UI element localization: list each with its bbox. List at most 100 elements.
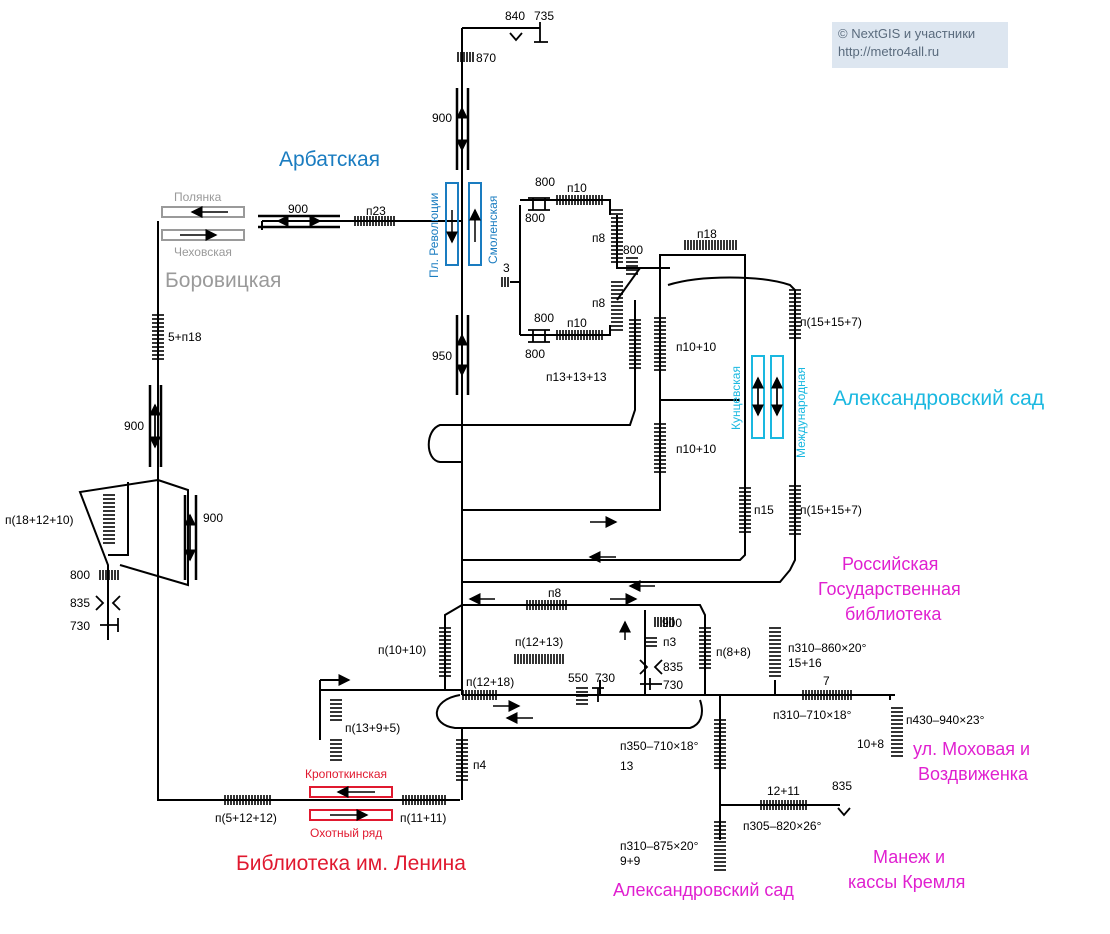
stair-ex-n310-875 xyxy=(714,821,726,871)
gate-loop-800-b xyxy=(528,329,550,343)
station-borovitskaya: Боровицкая xyxy=(165,269,281,292)
as-platform-left xyxy=(751,355,765,439)
label-as-n15-b: п(15+15+7) xyxy=(800,503,862,517)
turnstile-bor-835 xyxy=(95,595,121,611)
label-lib-n12-18: п(12+18) xyxy=(466,675,514,689)
stair-lib-n11-11 xyxy=(402,795,446,805)
exit-aleksandrovsky-sad: Александровский сад xyxy=(613,880,794,900)
stair-bor-800 xyxy=(99,570,119,580)
lib-platform-bottom-label: Охотный ряд xyxy=(310,826,382,840)
escalator-bor-900-b xyxy=(183,495,198,580)
label-lib-n12-13: п(12+13) xyxy=(515,635,563,649)
as-platform-left-label: Кунцевская xyxy=(729,366,743,430)
exit-mokhovaya-line2: Воздвиженка xyxy=(918,764,1029,784)
stair-n23 xyxy=(354,216,395,226)
label-loop-3: 3 xyxy=(503,261,510,275)
stair-lib-n13-9-5 xyxy=(330,699,342,761)
label-as-n15-a: п(15+15+7) xyxy=(800,315,862,329)
label-bor-730: 730 xyxy=(70,619,90,633)
stair-loop-n8-upper xyxy=(611,209,623,263)
label-lib-n8-8: п(8+8) xyxy=(716,645,751,659)
stair-ex-n430 xyxy=(891,707,903,757)
stair-as-n10-b xyxy=(654,423,666,473)
gate-lib-730-b xyxy=(592,687,604,702)
label-as-n18: п18 xyxy=(697,227,717,241)
stair-n18-12-10 xyxy=(103,494,115,544)
stair-5n18 xyxy=(152,314,164,360)
stair-lib-n8 xyxy=(526,600,567,610)
label-ex-15-16: 15+16 xyxy=(788,656,822,670)
label-ex-9-9: 9+9 xyxy=(620,854,641,868)
label-loop-n8-b: п8 xyxy=(592,296,605,310)
as-mid-track xyxy=(462,268,746,561)
label-loop-n13: п13+13+13 xyxy=(546,370,607,384)
stair-lib-n3 xyxy=(645,637,657,647)
stair-lib-n10 xyxy=(439,627,451,677)
gate-735 xyxy=(534,22,548,43)
stair-as-n15 xyxy=(739,487,751,533)
label-lib-835: 835 xyxy=(663,660,683,674)
stair-loop-800-c xyxy=(626,257,638,275)
exit-rgb-line1: Российская xyxy=(842,554,938,574)
station-aleksandrovsky-sad: Александровский сад xyxy=(833,387,1044,410)
turnstile-840 xyxy=(509,32,523,42)
label-arb-900-conn: 900 xyxy=(288,202,308,216)
arb-platform-left xyxy=(445,182,459,266)
label-bor-900-b: 900 xyxy=(203,511,223,525)
arb-platform-right xyxy=(468,182,482,266)
stair-loop-n13 xyxy=(629,319,641,369)
escalator-arb-900 xyxy=(455,88,470,170)
label-ex-10-8: 10+8 xyxy=(857,737,884,751)
lib-platform-top xyxy=(309,786,393,798)
label-lib-n10: п(10+10) xyxy=(378,643,426,657)
platforms xyxy=(161,182,784,821)
numeric-labels: 840 735 870 900 950 п23 900 800 800 п10 … xyxy=(5,9,985,868)
turnstiles xyxy=(95,22,851,817)
exit-names: Российская Государственная библиотека ул… xyxy=(613,554,1030,900)
gate-bor-730 xyxy=(100,618,119,632)
stair-lib-n8-8 xyxy=(699,627,711,669)
label-loop-800-e: 800 xyxy=(525,347,545,361)
label-arb-900: 900 xyxy=(432,111,452,125)
lib-top-loop xyxy=(462,604,706,695)
stair-lib-900 xyxy=(654,617,674,627)
stairs xyxy=(99,52,903,871)
turnstile-ex-835 xyxy=(837,807,851,817)
stair-ex-n310-860 xyxy=(769,627,781,677)
label-loop-800-a: 800 xyxy=(535,175,555,189)
exit-mokhovaya-line1: ул. Моховая и xyxy=(913,739,1030,759)
label-loop-n10-a: п10 xyxy=(567,181,587,195)
label-lib-n8: п8 xyxy=(548,586,561,600)
stair-as-n15-b xyxy=(789,485,801,535)
stair-as-n18 xyxy=(684,240,737,250)
as-platform-right-label: Международная xyxy=(794,367,808,458)
label-ex-n310-710: п310–710×18° xyxy=(773,708,852,722)
stair-loop-n8-lower xyxy=(611,281,623,331)
station-biblioteka: Библиотека им. Ленина xyxy=(236,852,466,875)
credit-url[interactable]: http://metro4all.ru xyxy=(838,44,940,59)
as-right-track xyxy=(462,276,796,583)
label-lib-730: 730 xyxy=(663,678,683,692)
label-as-n10-b: п10+10 xyxy=(676,442,717,456)
label-ex-12-11: 12+11 xyxy=(767,784,800,798)
stair-lib-n5-12-12 xyxy=(224,795,271,805)
label-arb-n23: п23 xyxy=(366,204,386,218)
label-loop-n8-a: п8 xyxy=(592,231,605,245)
stair-ex-12-11 xyxy=(760,800,807,810)
stair-loop-n10-top xyxy=(556,195,603,205)
label-ex-n430: п430–940×23° xyxy=(906,713,985,727)
arb-platform-right-label: Смоленская xyxy=(486,196,500,264)
label-ex-n310-860: п310–860×20° xyxy=(788,641,867,655)
arb-platform-left-label: Пл. Революции xyxy=(427,193,441,278)
label-lib-900: 900 xyxy=(662,616,682,630)
label-lib-550: 550 xyxy=(568,671,588,685)
exit-manezh-line1: Манеж и xyxy=(873,847,945,867)
label-as-n15: п15 xyxy=(754,503,774,517)
as-left-track xyxy=(462,268,661,511)
label-lib-n11-11: п(11+11) xyxy=(400,811,446,825)
as-platform-right xyxy=(770,355,784,439)
label-loop-800-c: 800 xyxy=(623,243,643,257)
label-arb-950: 950 xyxy=(432,349,452,363)
exit-manezh-line2: кассы Кремля xyxy=(848,872,965,892)
